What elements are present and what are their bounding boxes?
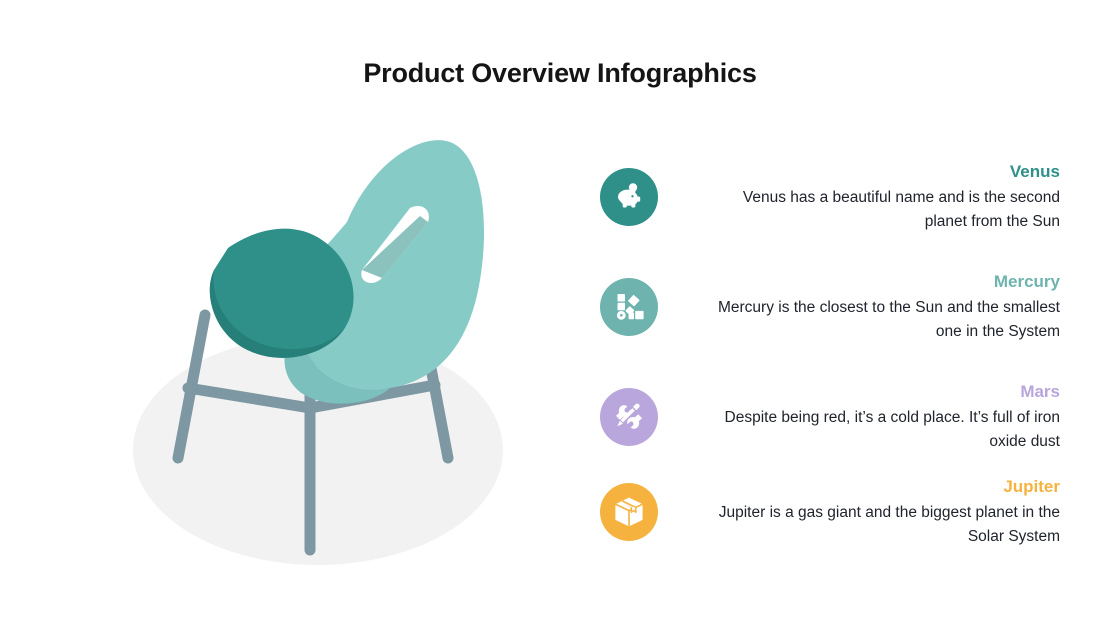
mercury-body: Mercury is the closest to the Sun and th…: [717, 299, 1060, 340]
piggy-bank-icon: [618, 183, 641, 208]
jupiter-text-block: Jupiter Jupiter is a gas giant and the b…: [658, 477, 1060, 548]
tools-wrench-screwdriver-icon: [616, 403, 642, 429]
mars-body: Despite being red, it’s a cold place. It…: [724, 409, 1060, 450]
venus-heading: Venus: [1009, 162, 1060, 181]
venus-body: Venus has a beautiful name and is the se…: [742, 189, 1060, 230]
jupiter-heading: Jupiter: [1003, 477, 1060, 496]
venus-text-block: Venus Venus has a beautiful name and is …: [658, 162, 1060, 233]
chair-seat-shade: [209, 270, 346, 358]
list-item-venus[interactable]: Venus Venus has a beautiful name and is …: [600, 162, 1060, 233]
mercury-text-block: Mercury Mercury is the closest to the Su…: [658, 272, 1060, 343]
blocks-shapes-icon: [616, 294, 644, 320]
list-item-jupiter[interactable]: Jupiter Jupiter is a gas giant and the b…: [600, 477, 1060, 548]
jupiter-icon-badge: [600, 483, 658, 541]
list-item-mars[interactable]: Mars Despite being red, it’s a cold plac…: [600, 382, 1060, 453]
mercury-icon-badge: [600, 278, 658, 336]
backrest-cutout-inner-shade: [362, 216, 428, 278]
mercury-heading: Mercury: [993, 272, 1060, 291]
chair-seat: [209, 228, 354, 358]
mars-icon-badge: [600, 388, 658, 446]
mars-text-block: Mars Despite being red, it’s a cold plac…: [658, 382, 1060, 453]
chair-backrest-apron: [284, 326, 390, 404]
chair-illustration: [110, 130, 530, 580]
mars-heading: Mars: [1020, 382, 1060, 401]
venus-icon-badge: [600, 168, 658, 226]
jupiter-body: Jupiter is a gas giant and the biggest p…: [718, 504, 1060, 545]
list-item-mercury[interactable]: Mercury Mercury is the closest to the Su…: [600, 272, 1060, 343]
package-box-icon: [615, 497, 643, 527]
page-title: Product Overview Infographics: [363, 58, 757, 88]
